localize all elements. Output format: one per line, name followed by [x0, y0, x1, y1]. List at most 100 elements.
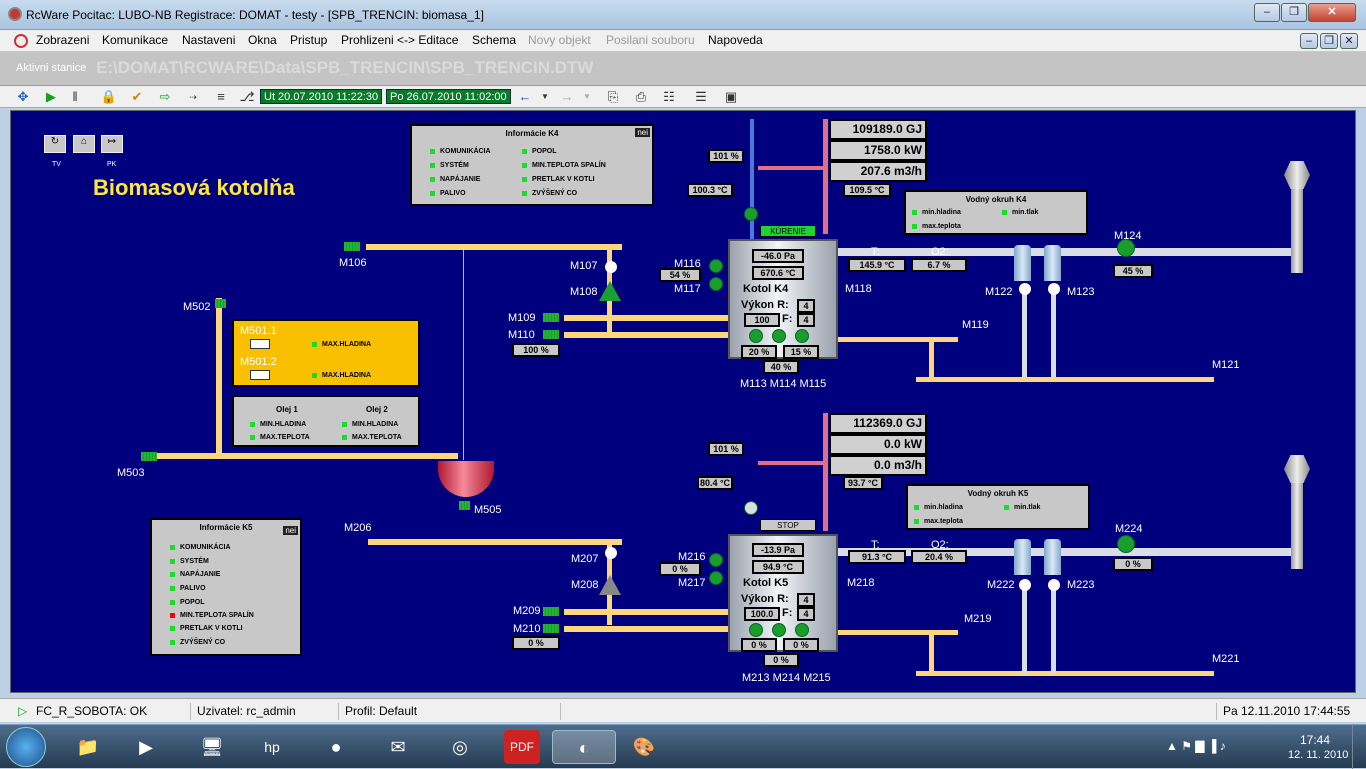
- label-m121: M121: [1212, 359, 1240, 371]
- tree-icon[interactable]: ≡: [217, 89, 225, 104]
- tray-icons[interactable]: ▲ ⚑ ▇ ▐ ♪: [1166, 739, 1226, 753]
- storage-m505: [438, 461, 494, 497]
- k5-name: Kotol K5: [743, 577, 789, 589]
- lock-icon[interactable]: 🔒: [100, 89, 118, 104]
- menu-nastaveni[interactable]: Nastaveni: [182, 33, 236, 47]
- forward-arrow-icon[interactable]: →: [560, 89, 574, 104]
- k4-energy: 109189.0 GJ: [829, 119, 927, 140]
- k4-command-button[interactable]: KÚRENIE: [760, 225, 816, 237]
- label-m119: M119: [962, 319, 989, 331]
- nav-pk-button[interactable]: ↦: [101, 135, 123, 153]
- list-icon[interactable]: ☰: [695, 89, 707, 104]
- supply-pipe-k5: [758, 461, 824, 465]
- k5-m216-value: 0 %: [659, 562, 701, 576]
- network-icon[interactable]: 🖥: [200, 737, 224, 757]
- k5-vykon-label: Výkon R:: [741, 593, 789, 605]
- menu-bar: Zobrazeni Komunikace Nastaveni Okna Pris…: [0, 30, 1366, 52]
- k4-motor-m117: [709, 277, 723, 291]
- report-icon[interactable]: ☷: [663, 89, 675, 104]
- m501-2-label: M501.2: [240, 356, 277, 368]
- connector-line: [463, 250, 464, 460]
- label-m213-m215: M213 M214 M215: [742, 672, 831, 684]
- toolbar: ✥ ▶ ‖ 🔒 ✔ ⇨ ⇢ ≡ ⎇ Ut 20.07.2010 11:22:30…: [0, 86, 1366, 108]
- info-k5-title: Informácie K5: [199, 523, 253, 532]
- step-icon[interactable]: ⇨: [159, 89, 171, 104]
- k5-fan-m213: [749, 623, 763, 637]
- menu-okna[interactable]: Okna: [248, 33, 277, 47]
- valve-m223: [1048, 579, 1060, 591]
- fuel-conveyor: [564, 332, 732, 338]
- back-arrow-icon[interactable]: ←: [518, 89, 532, 104]
- status-profile: Profil: Default: [338, 703, 558, 720]
- media-player-icon[interactable]: ▶: [139, 737, 153, 757]
- k5-command-button[interactable]: STOP: [760, 519, 816, 531]
- status-datetime: Pa 12.11.2010 17:44:55: [1216, 703, 1356, 720]
- show-desktop-button[interactable]: [1352, 725, 1366, 769]
- print-icon[interactable]: ⎙: [635, 89, 647, 104]
- fuel-conveyor: [145, 453, 458, 459]
- k5-exhaust-fan-m224: [1117, 535, 1135, 553]
- k5-motor-m216: [709, 553, 723, 567]
- paint-icon[interactable]: 🎨: [632, 737, 656, 757]
- pause-icon[interactable]: ‖: [72, 89, 78, 104]
- water-k4-item: max.teplota: [912, 223, 961, 230]
- screw-feeder-m108: [599, 281, 621, 301]
- info-k4-item: SYSTÉM: [430, 162, 469, 169]
- mdi-close-button[interactable]: ✕: [1340, 33, 1358, 49]
- k5-fan-m214: [772, 623, 786, 637]
- camera-icon[interactable]: ▣: [724, 89, 738, 104]
- k5-f-value: 4: [797, 607, 815, 621]
- pdf-icon[interactable]: PDF: [504, 730, 540, 764]
- restore-button[interactable]: ❐: [1281, 3, 1307, 22]
- k4-circ-pump[interactable]: [744, 207, 758, 221]
- label-m209: M209: [513, 605, 541, 617]
- ash-conveyor: [838, 630, 958, 635]
- date-to[interactable]: Po 26.07.2010 11:02:00: [386, 89, 511, 104]
- status-connection: FC_R_SOBOTA: OK: [36, 704, 148, 718]
- label-m221: M221: [1212, 653, 1240, 665]
- menu-komunikace[interactable]: Komunikace: [102, 33, 169, 47]
- k5-circ-pump[interactable]: [744, 501, 758, 515]
- play-icon[interactable]: ▶: [46, 89, 56, 104]
- k5-temperature: 94.9 °C: [752, 560, 804, 574]
- start-button[interactable]: [6, 727, 46, 767]
- nav-home-button[interactable]: ⌂: [73, 135, 95, 153]
- date-from[interactable]: Ut 20.07.2010 11:22:30: [260, 89, 383, 104]
- k4-v100: 100: [744, 313, 780, 327]
- menu-pristup[interactable]: Pristup: [290, 33, 328, 47]
- network-globe-icon[interactable]: ◎: [452, 737, 468, 757]
- firefox-icon[interactable]: ●: [330, 737, 342, 757]
- fuel-conveyor: [564, 626, 732, 632]
- k5-power: 0.0 kW: [829, 434, 927, 455]
- check-icon[interactable]: ✔: [131, 89, 143, 104]
- oil-1-min-level: MIN.HLADINA: [250, 421, 306, 428]
- rcware-taskbar-icon[interactable]: ◐: [552, 730, 616, 764]
- label-m109: M109: [508, 312, 536, 324]
- back-dropdown-icon[interactable]: ▼: [541, 92, 549, 101]
- cyclone-k5-1: [1014, 539, 1031, 575]
- k5-m215-value: 0 %: [783, 638, 819, 652]
- oil-tank-panel: M501.1 M501.2 MAX.HLADINA MAX.HLADINA: [232, 319, 420, 387]
- menu-zobrazeni[interactable]: Zobrazeni: [36, 33, 90, 47]
- explorer-icon[interactable]: 📁: [76, 737, 100, 757]
- k4-m113-value: 20 %: [741, 345, 777, 359]
- mdi-restore-button[interactable]: ❐: [1320, 33, 1338, 49]
- menu-schema[interactable]: Schema: [472, 33, 517, 47]
- forward-dropdown-icon[interactable]: ▼: [583, 92, 591, 101]
- minimize-button[interactable]: –: [1254, 3, 1280, 22]
- label-m113-m115: M113 M114 M115: [740, 378, 827, 390]
- menu-napoveda[interactable]: Napoveda: [708, 33, 763, 47]
- drive-m503: [141, 452, 157, 461]
- scheme-canvas: ↻ ⌂ ↦ TV PK Biomasová kotolňa Informácie…: [10, 110, 1356, 693]
- nav-tv-button[interactable]: ↻: [44, 135, 66, 153]
- link-icon[interactable]: ⎇: [239, 89, 255, 104]
- close-button[interactable]: ✕: [1308, 3, 1356, 22]
- mdi-minimize-button[interactable]: –: [1300, 33, 1318, 49]
- menu-prohlizeni-editace[interactable]: Prohlizeni <-> Editace: [341, 33, 459, 47]
- mail-icon[interactable]: ✉: [390, 737, 406, 757]
- valve-m123: [1048, 283, 1060, 295]
- hp-icon[interactable]: hp: [264, 739, 280, 755]
- zoom-100-icon[interactable]: ⇢: [189, 92, 197, 102]
- export-icon[interactable]: ⎘: [607, 89, 619, 104]
- navigate-icon[interactable]: ✥: [17, 89, 29, 104]
